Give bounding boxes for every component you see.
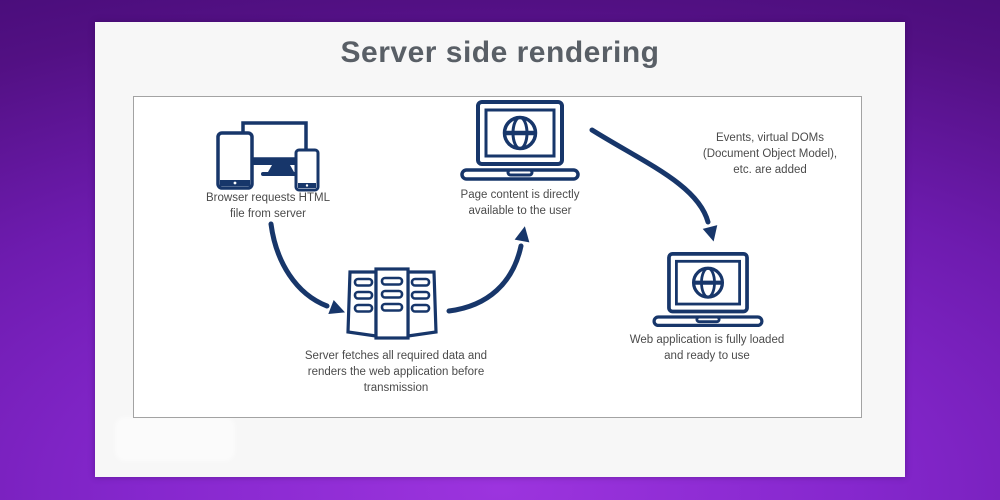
server-rack-icon	[346, 267, 438, 340]
node-laptop-loaded	[652, 252, 764, 331]
laptop-globe-icon	[652, 252, 764, 328]
node-laptop-user	[460, 100, 580, 185]
page-title: Server side rendering	[340, 36, 660, 69]
node-laptop-loaded-label: Web application is fully loaded and read…	[629, 334, 785, 362]
laptop-globe-icon	[460, 100, 580, 181]
node-devices	[210, 112, 325, 192]
annotation-text: Events, virtual DOMs (Document Object Mo…	[702, 132, 838, 176]
devices-icon	[216, 121, 320, 192]
watermark-blob	[115, 417, 235, 461]
node-server	[346, 266, 438, 342]
node-server-label: Server fetches all required data and ren…	[304, 350, 488, 394]
node-laptop-user-label: Page content is directly available to th…	[460, 189, 580, 217]
node-devices-label: Browser requests HTML file from server	[206, 192, 330, 220]
